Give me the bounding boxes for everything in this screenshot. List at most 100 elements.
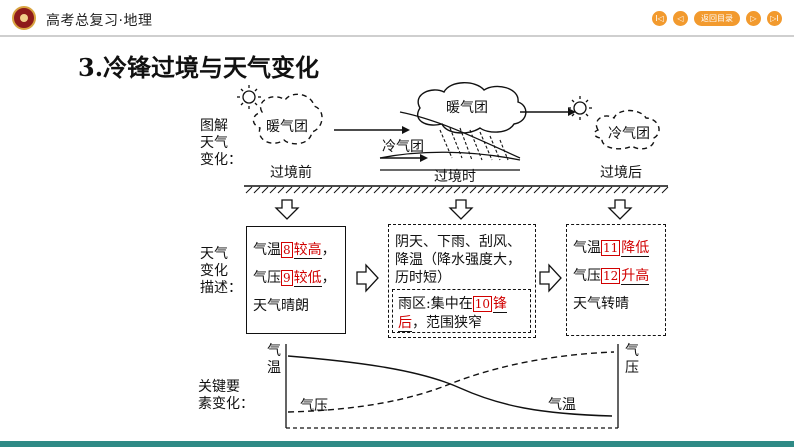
slide-navigation: I◁ ◁ 返回目录 ▷ ▷I: [652, 11, 782, 26]
punctuation: ，: [321, 242, 336, 258]
sun-icon-right: [568, 96, 592, 120]
first-slide-button[interactable]: I◁: [652, 11, 667, 26]
hatch-mark: [373, 186, 381, 194]
key-elements-row-label: 关键要 素变化：: [198, 379, 254, 413]
hatch-mark: [477, 186, 485, 194]
ground-hatching: [245, 186, 669, 194]
cold-air-right-label: 冷气团: [608, 126, 650, 142]
cold-air-push-arrow: [380, 154, 428, 162]
warm-air-mass-center-cloud: [417, 82, 527, 134]
hatch-mark: [621, 186, 629, 194]
pressure-curve: [287, 351, 615, 413]
right-arrow-1: [356, 263, 379, 293]
hatch-mark: [269, 186, 277, 194]
hatch-mark: [381, 186, 389, 194]
flow-arrow-1: [334, 126, 410, 134]
before-temperature-prefix: 气温: [253, 242, 281, 258]
row-label-line: 天气: [200, 135, 228, 151]
axis-label-char: 温: [267, 360, 281, 376]
previous-slide-button[interactable]: ◁: [673, 11, 688, 26]
before-temperature-answer: 较高: [293, 242, 322, 259]
hatch-mark: [549, 186, 557, 194]
temperature-axis-label: 气 温: [267, 343, 283, 377]
hatch-mark: [653, 186, 661, 194]
hatch-mark: [317, 186, 325, 194]
row-label-line: 天气: [200, 246, 228, 262]
axis-label-char: 压: [625, 360, 639, 376]
hatch-mark: [245, 186, 253, 194]
row-label-line: 变化：: [200, 152, 242, 168]
hatch-mark: [253, 186, 261, 194]
warm-air-mass-left-cloud: [252, 93, 323, 145]
rain-streaks: [439, 127, 509, 161]
hatch-mark: [597, 186, 605, 194]
after-temperature-answer: 降低: [621, 240, 650, 257]
section-title: 3.冷锋过境与天气变化: [78, 53, 320, 82]
back-to-contents-button[interactable]: 返回目录: [694, 11, 740, 26]
warm-air-center-label: 暖气团: [446, 100, 488, 116]
hatch-mark: [485, 186, 493, 194]
right-arrow-2: [539, 263, 562, 293]
before-pressure-answer: 较低: [293, 270, 322, 287]
hatch-mark: [397, 186, 405, 194]
cold-air-mass-right-cloud: [593, 109, 660, 150]
hatch-mark: [573, 186, 581, 194]
hatch-mark: [437, 186, 445, 194]
hatch-mark: [357, 186, 365, 194]
during-line-3: 历时短）: [395, 270, 451, 286]
next-slide-button[interactable]: ▷: [746, 11, 761, 26]
hatch-mark: [429, 186, 437, 194]
punctuation: ，: [321, 270, 336, 286]
warm-air-left-label: 暖气团: [266, 119, 308, 135]
after-temperature-prefix: 气温: [573, 240, 601, 256]
down-arrow-after: [607, 199, 633, 220]
hatch-mark: [541, 186, 549, 194]
row-label-line: 图解: [200, 118, 228, 134]
row-label-line: 描述：: [200, 280, 242, 296]
down-arrow-before: [274, 199, 300, 220]
answer-number-badge: 10: [472, 296, 492, 312]
pressure-curve-label: 气压: [300, 398, 328, 414]
temperature-curve: [287, 355, 613, 417]
sun-icon-left: [237, 85, 261, 109]
hatch-mark: [605, 186, 613, 194]
cold-air-center-label: 冷气团: [382, 139, 424, 155]
school-logo-icon: [12, 6, 36, 30]
hatch-mark: [285, 186, 293, 194]
hatch-mark: [533, 186, 541, 194]
hatch-mark: [413, 186, 421, 194]
rain-area-answer-part-2: 后: [398, 315, 412, 332]
hatch-mark: [461, 186, 469, 194]
hatch-mark: [637, 186, 645, 194]
hatch-mark: [349, 186, 357, 194]
hatch-mark: [277, 186, 285, 194]
course-title: 高考总复习·地理: [46, 13, 153, 29]
hatch-mark: [629, 186, 637, 194]
row-label-line: 关键要: [198, 379, 240, 395]
last-slide-button[interactable]: ▷I: [767, 11, 782, 26]
hatch-mark: [405, 186, 413, 194]
hatch-mark: [525, 186, 533, 194]
answer-number-badge: 9: [281, 270, 293, 286]
before-weather-line: 天气晴朗: [253, 298, 309, 314]
flow-arrow-2: [520, 108, 576, 116]
hatch-mark: [293, 186, 301, 194]
hatch-mark: [365, 186, 373, 194]
hatch-mark: [509, 186, 517, 194]
hatch-mark: [613, 186, 621, 194]
rain-area-answer-part-1: 锋: [493, 296, 507, 313]
during-line-1: 阴天、下雨、刮风、: [395, 234, 521, 250]
hatch-mark: [501, 186, 509, 194]
hatch-mark: [325, 186, 333, 194]
axis-label-char: 气: [625, 343, 639, 359]
during-line-2: 降温（降水强度大，: [395, 252, 521, 268]
hatch-mark: [453, 186, 461, 194]
answer-number-badge: 12: [601, 268, 621, 284]
